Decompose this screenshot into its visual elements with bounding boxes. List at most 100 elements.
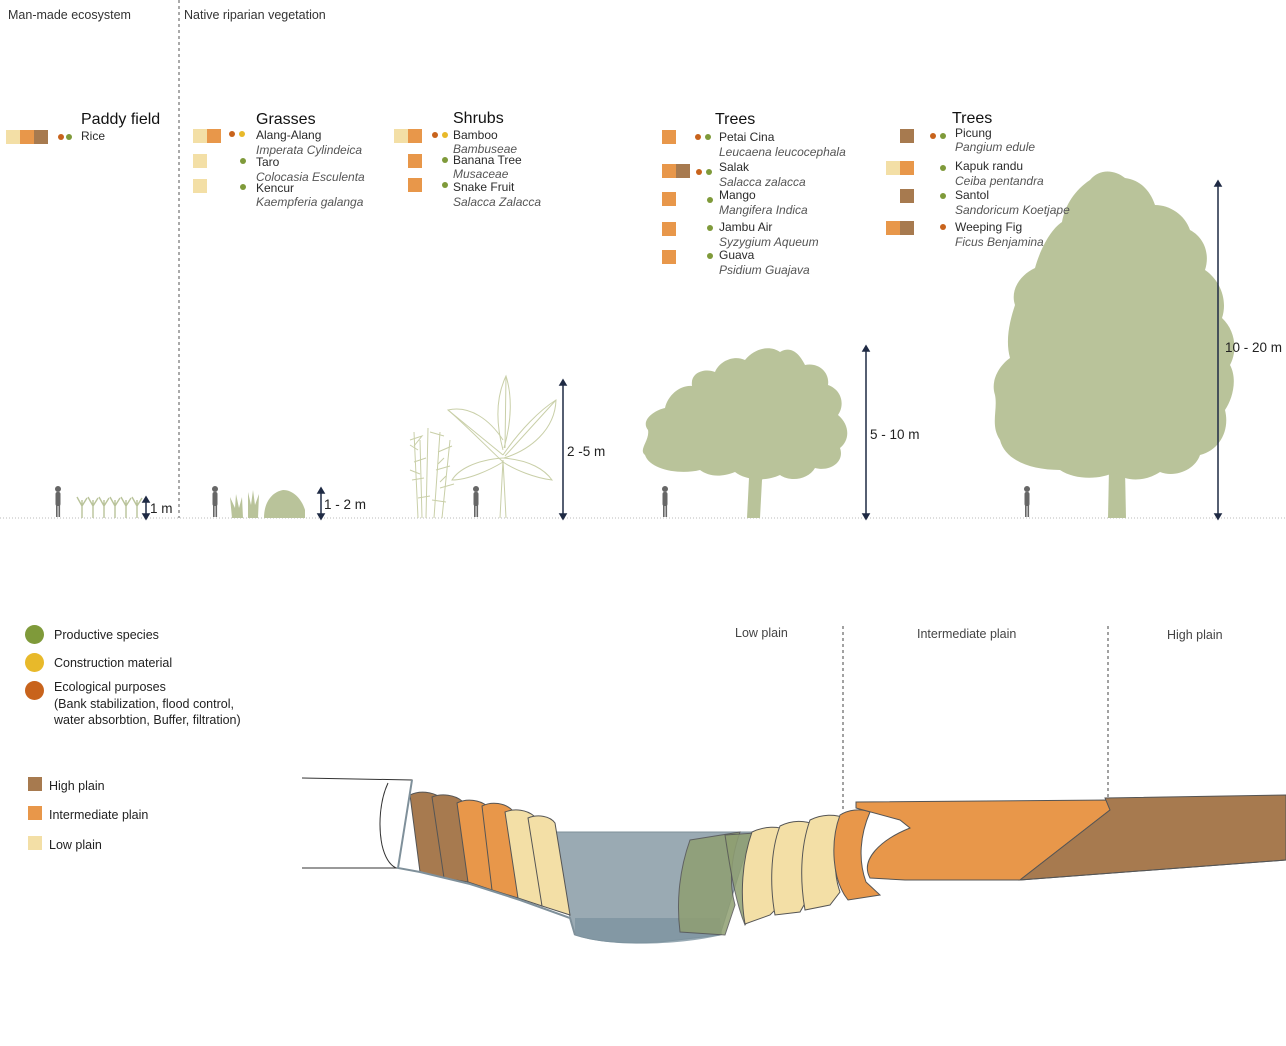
species-sci: Leucaena leucocephala [719, 145, 846, 159]
rice-plants-illustration [76, 496, 143, 518]
legend-label-ecological: Ecological purposes [54, 680, 166, 694]
species-name: Mango [719, 188, 756, 202]
species-name: Banana Tree [453, 153, 522, 167]
swatch-low [193, 154, 207, 168]
species-name: Rice [81, 129, 106, 143]
productive-dot [705, 134, 711, 140]
swatch-intermediate [408, 178, 422, 192]
swatch-intermediate [207, 129, 221, 143]
productive-dot [707, 253, 713, 259]
productive-dot [442, 157, 448, 163]
species-name: Taro [256, 155, 280, 169]
legend-label-high: High plain [49, 779, 105, 793]
ecological-dot [432, 132, 438, 138]
swatch-intermediate [662, 250, 676, 264]
swatch-intermediate [408, 154, 422, 168]
section-label-high: High plain [1167, 628, 1223, 642]
medium-tree-illustration [642, 348, 848, 518]
swatch-low [394, 129, 408, 143]
productive-legend-dot [25, 625, 44, 644]
swatch-intermediate [662, 130, 676, 144]
productive-dot [707, 225, 713, 231]
species-sci: Pangium edule [955, 140, 1036, 154]
productive-dot [940, 165, 946, 171]
section-label-intermediate: Intermediate plain [917, 627, 1017, 641]
species-sci: Sandoricum Koetjape [955, 203, 1070, 217]
species-name: Picung [955, 126, 992, 140]
productive-dot [240, 158, 246, 164]
swatch-intermediate [662, 222, 676, 236]
river-cross-section [301, 626, 1286, 944]
height-label: 1 - 2 m [324, 497, 367, 512]
ecological-dot [696, 169, 702, 175]
zone-label-native: Native riparian vegetation [184, 8, 326, 22]
species-name: Santol [955, 188, 990, 202]
species-name: Guava [719, 248, 755, 262]
productive-dot [66, 134, 72, 140]
ecological-dot [930, 133, 936, 139]
category-title: Trees [715, 111, 756, 128]
swatch-intermediate [408, 129, 422, 143]
ecological-legend-dot [25, 681, 44, 700]
person-icon-4 [662, 486, 668, 517]
category-title: Trees [952, 110, 993, 127]
productive-dot [706, 169, 712, 175]
construction-legend-dot [25, 653, 44, 672]
species-sci: Kaempferia galanga [256, 195, 364, 209]
species-name: Bamboo [453, 128, 498, 142]
legend-label-construction: Construction material [54, 656, 173, 670]
legend-label-productive: Productive species [54, 628, 159, 642]
species-name: Jambu Air [719, 220, 773, 234]
species-sci: Salacca zalacca [719, 175, 806, 189]
large-tree-illustration [993, 171, 1235, 518]
swatch-intermediate [886, 221, 900, 235]
construction-dot [239, 131, 245, 137]
height-arrows [141, 179, 1223, 521]
category-title: Paddy field [81, 111, 161, 128]
productive-dot [940, 133, 946, 139]
species-sci: Mangifera Indica [719, 203, 808, 217]
construction-dot [442, 132, 448, 138]
zone-label-man-made: Man-made ecosystem [8, 8, 131, 22]
productive-dot [707, 197, 713, 203]
high-plain-swatch [28, 777, 42, 791]
swatch-intermediate [20, 130, 34, 144]
species-sci: Ficus Benjamina [955, 235, 1044, 249]
ecological-dot [229, 131, 235, 137]
intermediate-plain-swatch [28, 806, 42, 820]
swatch-intermediate [900, 161, 914, 175]
swatch-high [676, 164, 690, 178]
banana-tree-illustration [446, 374, 557, 519]
swatch-high [34, 130, 48, 144]
swatch-high [900, 129, 914, 143]
swatch-low [6, 130, 20, 144]
category-title: Grasses [256, 111, 316, 128]
legend-ecological-note: (Bank stabilization, flood control, wate… [54, 697, 241, 727]
swatch-high [900, 189, 914, 203]
grass-illustration [230, 490, 305, 518]
species-sci: Syzygium Aqueum [719, 235, 819, 249]
species-name: Snake Fruit [453, 180, 515, 194]
height-label: 1 m [150, 501, 173, 516]
productive-dot [940, 193, 946, 199]
person-icon-2 [212, 486, 218, 517]
person-icon-3 [473, 486, 479, 517]
species-sci: Imperata Cylindeica [256, 143, 363, 157]
existing-bank-left [301, 777, 413, 869]
ecological-dot [940, 224, 946, 230]
person-icon-5 [1024, 486, 1030, 517]
species-name: Salak [719, 160, 750, 174]
swatch-low [193, 179, 207, 193]
productive-dot [442, 182, 448, 188]
swatch-high [900, 221, 914, 235]
species-name: Petai Cina [719, 130, 775, 144]
species-name: Weeping Fig [955, 220, 1023, 234]
legend-label-intermediate: Intermediate plain [49, 808, 149, 822]
category-title: Shrubs [453, 110, 504, 127]
bamboo-illustration [409, 427, 455, 519]
species-name: Kapuk randu [955, 159, 1024, 173]
productive-dot [240, 184, 246, 190]
ecological-dot [695, 134, 701, 140]
species-sci: Salacca Zalacca [453, 195, 542, 209]
